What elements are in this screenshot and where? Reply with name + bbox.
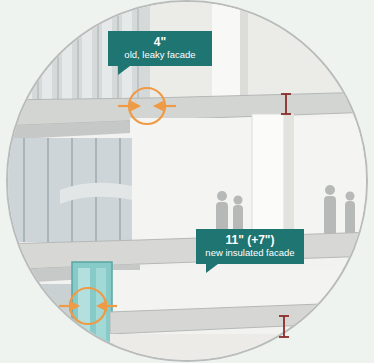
dimension-value: 11" (+7")	[204, 233, 296, 247]
illustration-part	[118, 105, 139, 107]
illustration-part	[98, 305, 117, 307]
callout-box: 4"old, leaky facade	[108, 31, 212, 66]
facade-label: new insulated facade	[204, 247, 296, 259]
illustration-part	[281, 93, 291, 95]
illustration-part	[212, 0, 240, 98]
illustration-part	[42, 10, 52, 100]
illustration-part	[37, 0, 39, 104]
wall-thickness-marker	[118, 88, 176, 124]
illustration-part	[234, 196, 243, 205]
dimension-bracket	[279, 316, 289, 337]
illustration-part	[155, 105, 176, 107]
illustration-part	[62, 10, 72, 100]
illustration-part	[57, 0, 59, 104]
illustration-part	[59, 305, 78, 307]
illustration-part	[252, 114, 284, 240]
illustration-part	[240, 0, 248, 98]
illustration-part	[345, 201, 355, 236]
illustration-part	[47, 138, 49, 242]
illustration-part	[217, 191, 227, 201]
illustration-part	[72, 262, 112, 363]
illustration-part	[110, 334, 374, 363]
illustration-part	[82, 10, 92, 100]
illustration-part	[110, 302, 374, 334]
illustration-part	[285, 94, 287, 114]
illustration-part	[281, 113, 291, 115]
callout-box: 11" (+7")new insulated facade	[196, 229, 304, 264]
illustration-part	[60, 183, 132, 204]
illustration-part	[78, 268, 90, 363]
illustration-part	[0, 284, 72, 363]
illustration-part	[324, 196, 336, 236]
illustration-part	[0, 120, 150, 140]
dimension-bracket	[281, 94, 291, 114]
illustration-part	[325, 185, 335, 195]
illustration-part	[23, 138, 25, 242]
illustration-part	[279, 315, 289, 317]
illustration-part	[97, 0, 99, 104]
dimension-value: 4"	[116, 35, 204, 49]
illustration-part	[0, 232, 374, 270]
facade-label: old, leaky facade	[116, 49, 204, 61]
illustration-part	[279, 336, 289, 338]
illustration-part	[283, 316, 285, 337]
wall-thickness-marker	[59, 288, 117, 324]
illustration-part	[110, 270, 374, 310]
illustration-part	[346, 192, 355, 201]
illustration-part	[77, 0, 79, 104]
illustration-part	[17, 0, 19, 104]
illustration-part	[0, 138, 132, 242]
illustration-part	[22, 10, 32, 100]
illustration-part	[284, 114, 294, 240]
